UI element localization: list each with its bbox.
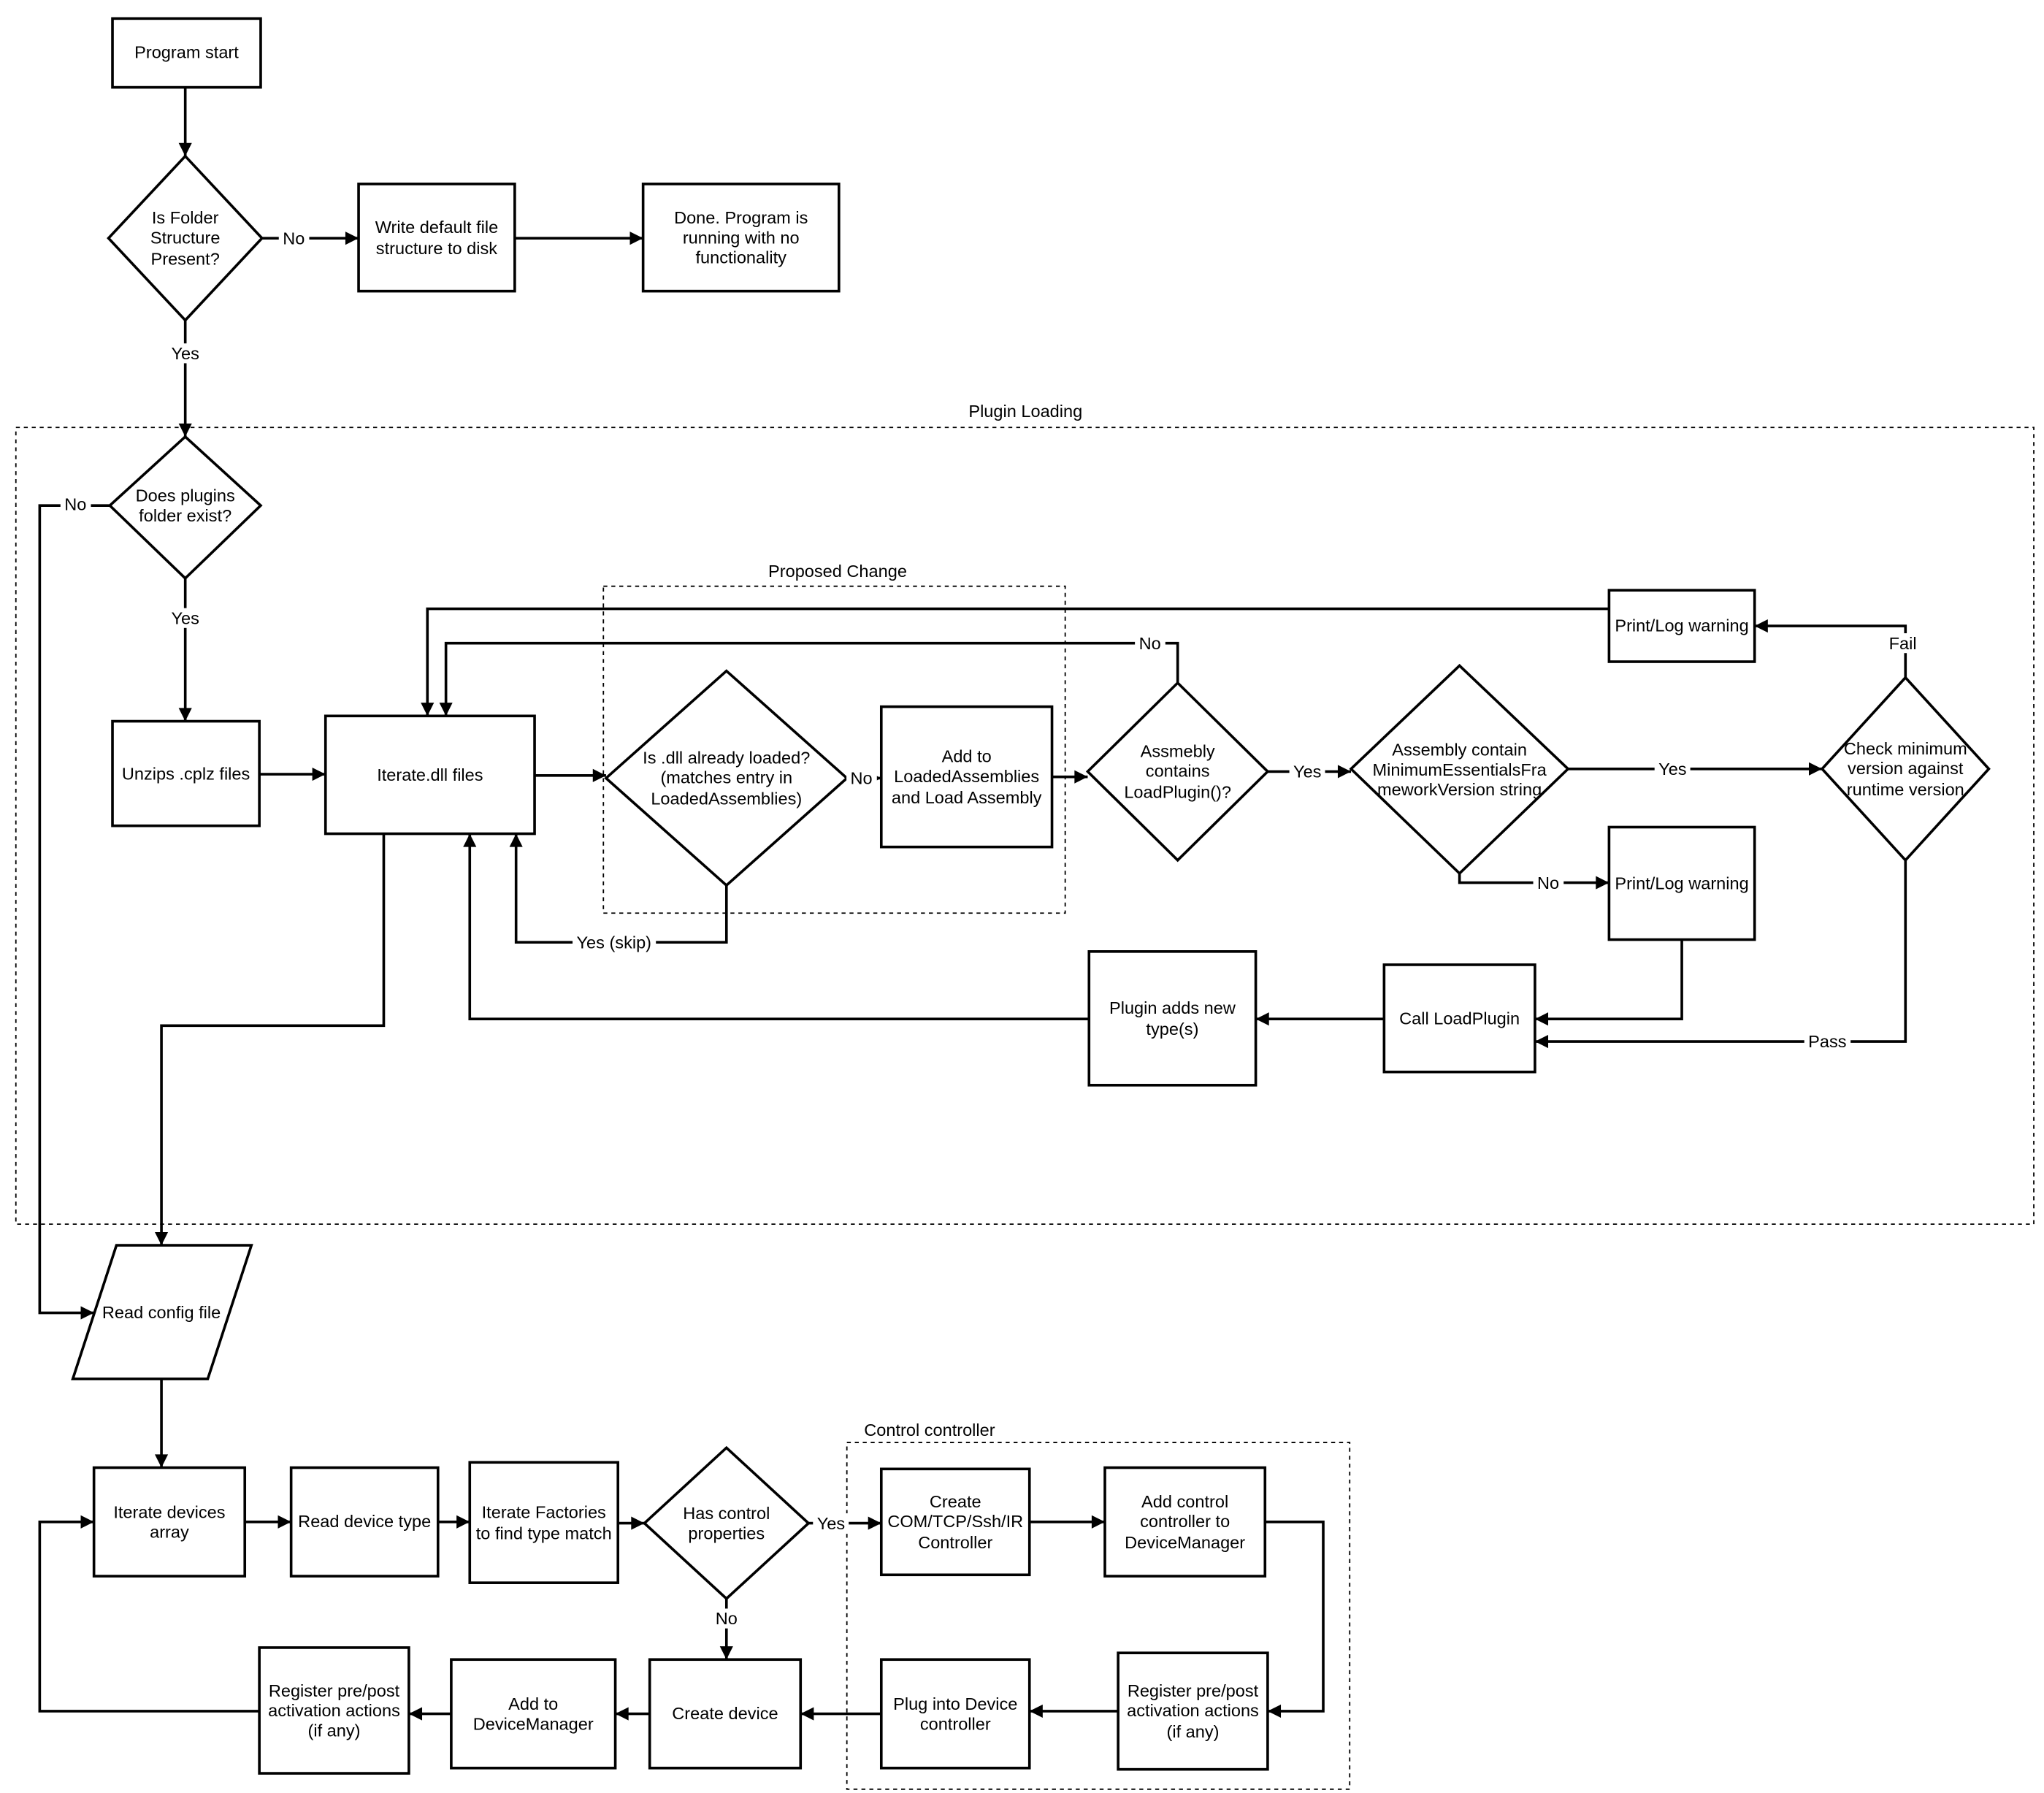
node-read-device-type-label: Read device type	[298, 1511, 432, 1532]
node-iterate-factories-label: Iterate Factories to find type match	[475, 1502, 612, 1542]
container-label-control-controller: Control controller	[864, 1420, 995, 1440]
edge-label-version-no: No	[1533, 873, 1563, 893]
node-iterate-devices-label: Iterate devices array	[113, 1502, 226, 1542]
node-does-plugins-folder-label: Does plugins folder exist?	[135, 485, 235, 526]
node-create-device-label: Create device	[672, 1703, 778, 1724]
node-write-default-shape	[357, 183, 516, 293]
node-is-folder-structure-label: Is Folder Structure Present?	[150, 207, 221, 269]
node-create-device-shape	[648, 1658, 803, 1770]
edge-min-version-pass-to-call-loadplugin	[1534, 860, 1907, 1049]
node-unzips-cplz-label: Unzips .cplz files	[121, 763, 250, 784]
node-print-log-warning-top-label: Print/Log warning	[1615, 616, 1749, 636]
edge-label-loadplugin-yes: Yes	[1289, 761, 1325, 781]
edge-label-dll-loaded-yes-skip: Yes (skip)	[573, 932, 656, 952]
edge-label-control-no: No	[711, 1608, 742, 1629]
node-add-to-devicemanager-shape	[450, 1658, 617, 1770]
edge-iterate-dll-to-read-config	[155, 833, 386, 1246]
node-plugin-adds-types-label: Plugin adds new type(s)	[1109, 998, 1236, 1039]
node-unzips-cplz-shape	[111, 719, 261, 827]
node-register-prepost-device-shape	[258, 1646, 410, 1775]
node-call-loadplugin-label: Call LoadPlugin	[1399, 1008, 1520, 1028]
node-is-folder-structure-shape	[107, 154, 264, 323]
node-is-dll-loaded-label: Is .dll already loaded? (matches entry i…	[643, 747, 811, 808]
node-print-log-warning-bottom-label: Print/Log warning	[1615, 873, 1749, 893]
node-iterate-devices-shape	[92, 1466, 247, 1578]
node-read-config-shape	[71, 1244, 253, 1380]
edge-label-folder-no: No	[278, 228, 309, 248]
edge-warning-top-to-iterate-dll	[421, 607, 1609, 716]
node-does-plugins-folder-shape	[107, 435, 263, 581]
node-write-default-label: Write default file structure to disk	[375, 217, 499, 258]
node-done-shape	[641, 183, 841, 293]
edge-label-check-fail: Fail	[1885, 633, 1921, 654]
edge-warning-bottom-to-call-loadplugin	[1534, 939, 1683, 1026]
edge-label-dll-loaded-no: No	[846, 768, 877, 789]
edge-min-version-fail-to-warning-top	[1754, 619, 1907, 678]
edge-register-device-to-iterate-devices	[38, 1515, 260, 1713]
container-control-controller	[846, 1442, 1351, 1790]
container-label-plugin-loading: Plugin Loading	[968, 401, 1083, 421]
node-register-prepost-control-label: Register pre/post activation actions (if…	[1127, 1681, 1259, 1741]
node-has-control-properties-shape	[642, 1445, 811, 1601]
node-register-prepost-device-label: Register pre/post activation actions (if…	[268, 1680, 400, 1741]
container-plugin-loading	[15, 427, 2035, 1226]
edge-add-control-to-register-control	[1265, 1520, 1325, 1718]
node-has-control-properties-label: Has control properties	[683, 1502, 770, 1543]
node-assembly-contains-loadplugin-label: Assmebly contains LoadPlugin()?	[1124, 741, 1232, 802]
edge-label-loadplugin-no: No	[1135, 633, 1165, 654]
node-add-to-loaded-shape	[879, 705, 1054, 849]
node-plug-into-device-shape	[879, 1658, 1031, 1770]
node-iterate-dll-shape	[324, 714, 536, 836]
edge-label-plugins-no: No	[60, 494, 91, 514]
node-assembly-contains-version-shape	[1349, 663, 1570, 876]
node-print-log-warning-bottom-shape	[1607, 825, 1756, 941]
node-program-start-shape	[111, 17, 262, 89]
node-check-min-version-shape	[1820, 676, 1991, 863]
node-add-control-controller-label: Add control controller to DeviceManager	[1125, 1491, 1246, 1552]
node-assembly-contains-loadplugin-shape	[1085, 681, 1270, 863]
node-add-control-controller-shape	[1103, 1466, 1267, 1578]
node-program-start-label: Program start	[134, 42, 239, 63]
container-label-proposed-change: Proposed Change	[768, 561, 907, 581]
node-read-config-label: Read config file	[102, 1302, 221, 1323]
edge-label-folder-yes: Yes	[167, 343, 204, 364]
edge-label-check-pass: Pass	[1804, 1031, 1850, 1052]
node-check-min-version-label: Check minimum version against runtime ve…	[1843, 738, 1967, 799]
edge-label-version-yes: Yes	[1654, 759, 1691, 779]
node-plug-into-device-label: Plug into Device controller	[893, 1693, 1018, 1734]
node-call-loadplugin-shape	[1382, 963, 1536, 1074]
edge-label-control-yes: Yes	[813, 1513, 849, 1534]
edge-loadplugin-no-to-iterate-dll	[439, 641, 1179, 716]
container-proposed-change	[602, 585, 1066, 914]
node-print-log-warning-top-shape	[1607, 589, 1756, 663]
node-done-label: Done. Program is running with no functio…	[674, 207, 808, 268]
node-add-to-devicemanager-label: Add to DeviceManager	[472, 1693, 594, 1734]
node-register-prepost-control-shape	[1117, 1651, 1269, 1771]
node-plugin-adds-types-shape	[1087, 950, 1258, 1087]
node-create-controller-label: Create COM/TCP/Ssh/IR Controller	[887, 1491, 1024, 1552]
edge-label-plugins-yes: Yes	[167, 608, 204, 628]
node-add-to-loaded-label: Add to LoadedAssemblies and Load Assembl…	[891, 746, 1042, 807]
node-iterate-dll-label: Iterate.dll files	[377, 765, 483, 785]
edge-plugin-adds-to-iterate-dll	[463, 833, 1090, 1021]
node-iterate-factories-shape	[468, 1461, 620, 1584]
node-read-device-type-shape	[289, 1466, 440, 1578]
node-create-controller-shape	[879, 1467, 1031, 1577]
node-is-dll-loaded-shape	[604, 669, 849, 887]
node-assembly-contains-version-label: Assembly contain MinimumEssentialsFramew…	[1372, 739, 1547, 800]
